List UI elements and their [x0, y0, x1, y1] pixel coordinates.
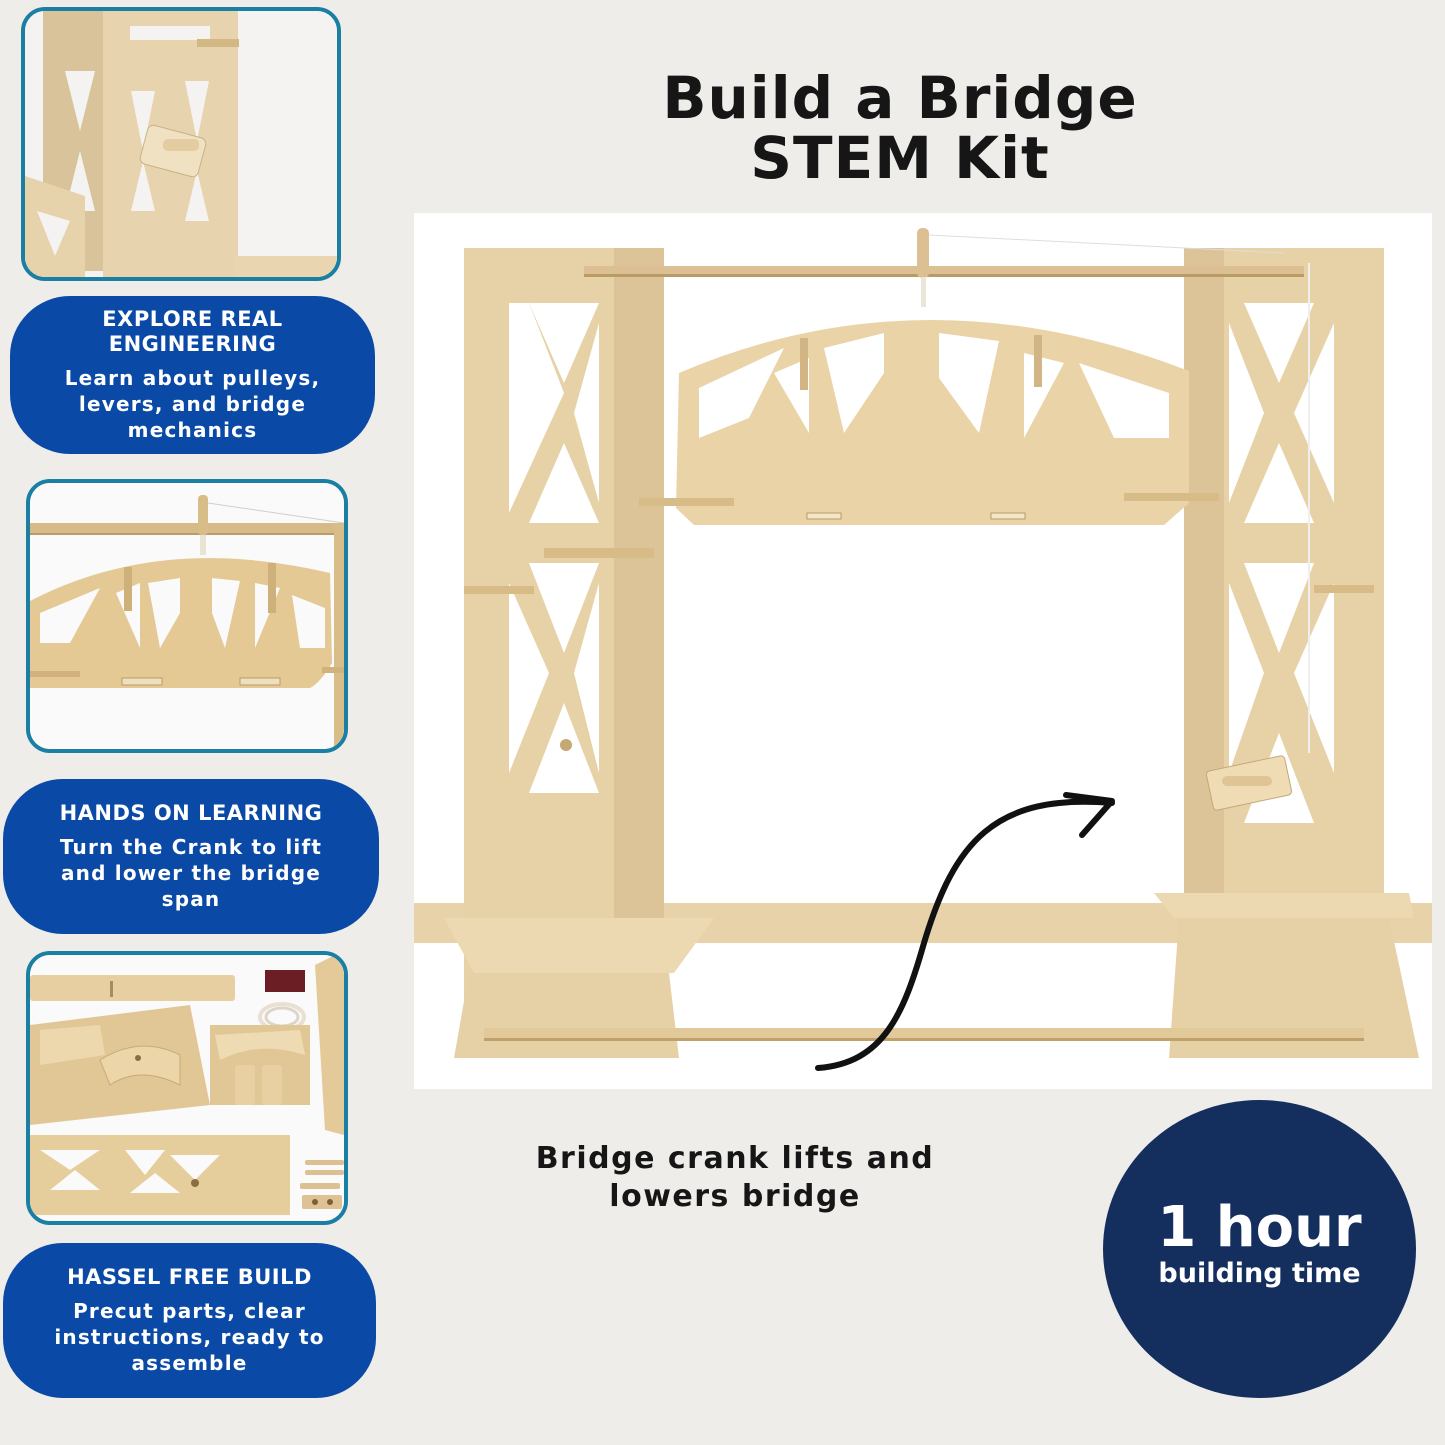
feature-explore-engineering: EXPLORE REAL ENGINEERING Learn about pul… — [10, 296, 375, 454]
feature-body: Turn the Crank to lift and lower the bri… — [59, 835, 323, 911]
title-line-1: Build a Bridge — [662, 64, 1138, 132]
thumbnail-precut-parts — [26, 951, 348, 1225]
badge-value: 1 hour — [1157, 1195, 1362, 1260]
feature-title: EXPLORE REAL ENGINEERING — [102, 307, 283, 356]
feature-body: Learn about pulleys, levers, and bridge … — [64, 366, 321, 442]
main-photo-caption: Bridge crank lifts and lowers bridge — [535, 1141, 935, 1214]
feature-body: Precut parts, clear instructions, ready … — [54, 1299, 325, 1375]
thumbnail-bridge-span — [26, 479, 348, 753]
curved-arrow-icon — [815, 792, 1115, 1071]
title-line-2: STEM Kit — [750, 124, 1050, 192]
bridge-model-image — [414, 213, 1432, 1089]
left-tower — [444, 248, 714, 1058]
right-tower — [1154, 248, 1419, 1058]
thumbnail-crank-closeup — [21, 7, 341, 281]
feature-hassel-free-build: HASSEL FREE BUILD Precut parts, clear in… — [3, 1243, 376, 1398]
building-time-badge: 1 hour building time — [1103, 1100, 1416, 1398]
crank-closeup-image — [25, 11, 337, 277]
feature-hands-on-learning: HANDS ON LEARNING Turn the Crank to lift… — [3, 779, 379, 934]
main-product-photo — [414, 213, 1432, 1089]
bridge-span — [639, 319, 1219, 525]
page-title: Build a Bridge STEM Kit — [560, 68, 1240, 188]
bridge-span-image — [30, 483, 344, 749]
precut-parts-image — [30, 955, 344, 1221]
badge-label: building time — [1158, 1258, 1361, 1289]
feature-title: HASSEL FREE BUILD — [67, 1265, 312, 1289]
feature-title: HANDS ON LEARNING — [59, 801, 323, 825]
